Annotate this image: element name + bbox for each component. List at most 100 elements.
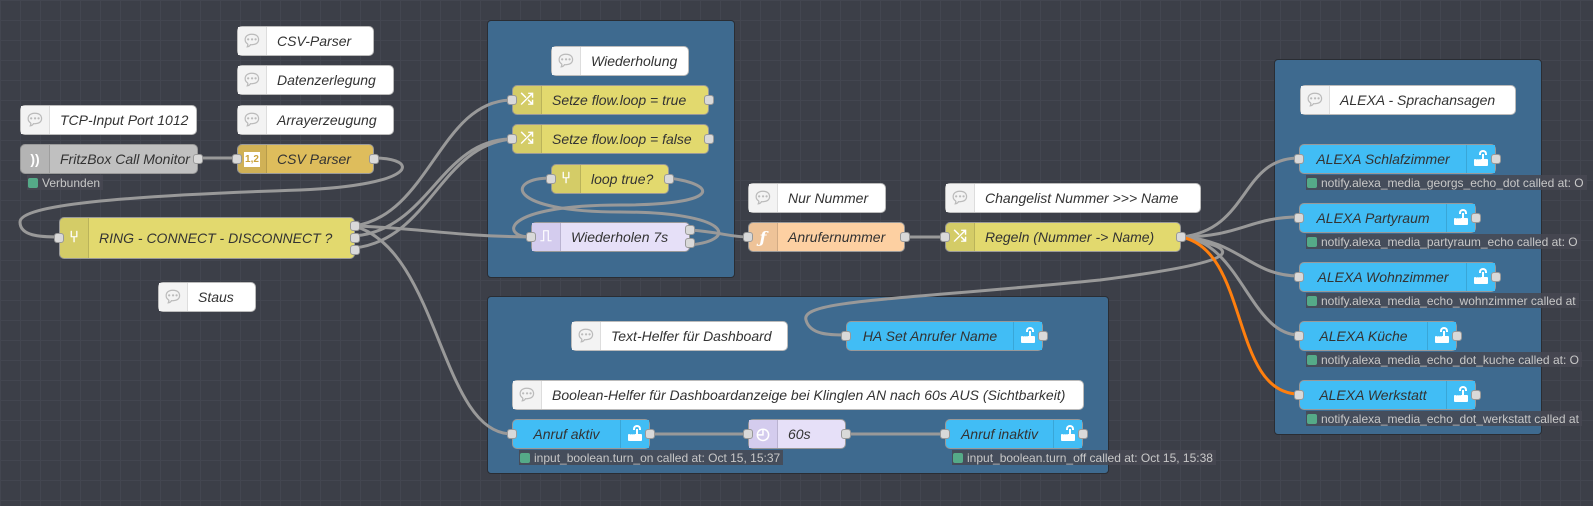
output-port[interactable]	[1078, 429, 1088, 439]
input-port[interactable]	[546, 174, 556, 184]
comment-boolean-helfer[interactable]: 💬︎ Boolean-Helfer für Dashboardanzeige b…	[512, 380, 1084, 410]
node-fritzbox-call-monitor[interactable]: )) FritzBox Call Monitor	[20, 144, 203, 174]
node-alexa-kuche[interactable]: ALEXA Küche	[1294, 321, 1462, 351]
comment-nur-nummer[interactable]: 💬︎ Nur Nummer	[748, 183, 886, 213]
input-port[interactable]	[54, 233, 64, 243]
router-icon	[1053, 420, 1082, 448]
output-port[interactable]	[645, 429, 655, 439]
input-port[interactable]	[526, 232, 536, 242]
input-port[interactable]	[940, 429, 950, 439]
comment-tcp-input[interactable]: 💬︎ TCP-Input Port 1012	[20, 105, 197, 135]
status-alexa-werkstatt: notify.alexa_media_echo_dot_werkstatt ca…	[1306, 411, 1582, 426]
input-port[interactable]	[743, 429, 753, 439]
output-port[interactable]	[841, 429, 851, 439]
timer-icon: ◴	[749, 420, 778, 448]
switch-icon: ⑂	[60, 218, 89, 258]
node-set-loop-true[interactable]: ⤮ Setze flow.loop = true	[507, 85, 714, 115]
output-port[interactable]	[704, 95, 714, 105]
router-icon	[1466, 145, 1495, 173]
output-port[interactable]	[704, 134, 714, 144]
output-port-1[interactable]	[350, 221, 360, 231]
trigger-icon: ⎍	[532, 223, 561, 251]
node-function-anrufernummer[interactable]: ƒ Anrufernummer	[743, 222, 910, 252]
node-anruf-inaktiv[interactable]: Anruf inaktiv	[940, 419, 1088, 449]
input-port[interactable]	[841, 331, 851, 341]
comment-text-helfer[interactable]: 💬︎ Text-Helfer für Dashboard	[571, 321, 788, 351]
status-alexa-schlafzimmer: notify.alexa_media_georgs_echo_dot calle…	[1306, 175, 1587, 190]
router-icon	[1427, 322, 1456, 350]
router-icon	[1013, 322, 1042, 350]
output-port[interactable]	[1471, 213, 1481, 223]
node-csv-parser[interactable]: 1,2 CSV Parser	[232, 144, 379, 174]
node-loop-true-switch[interactable]: ⑂ loop true?	[546, 164, 674, 194]
input-port[interactable]	[743, 232, 753, 242]
output-port[interactable]	[1038, 331, 1048, 341]
switch-icon: ⑂	[552, 165, 581, 193]
node-wiederholen-7s[interactable]: ⎍ Wiederholen 7s	[526, 222, 695, 252]
comment-icon: 💬︎	[946, 184, 975, 212]
status-dot-icon	[953, 452, 963, 463]
comment-wiederholung[interactable]: 💬︎ Wiederholung	[551, 46, 689, 76]
node-delay-60s[interactable]: ◴ 60s	[743, 419, 851, 449]
comment-arrayerzeugung[interactable]: 💬︎ Arrayerzeugung	[237, 105, 394, 135]
input-port[interactable]	[507, 429, 517, 439]
output-port[interactable]	[1452, 331, 1462, 341]
output-port[interactable]	[193, 154, 203, 164]
node-alexa-wohnzimmer[interactable]: ALEXA Wohnzimmer	[1294, 262, 1501, 292]
change-icon: ⤮	[513, 125, 542, 153]
output-port[interactable]	[1491, 272, 1501, 282]
node-alexa-werkstatt[interactable]: ALEXA Werkstatt	[1294, 380, 1481, 410]
change-icon: ⤮	[513, 86, 542, 114]
node-switch-ring-connect-disconnect[interactable]: ⑂ RING - CONNECT - DISCONNECT ?	[54, 217, 360, 259]
output-port[interactable]	[1471, 390, 1481, 400]
comment-icon: 💬︎	[572, 322, 601, 350]
callmonitor-icon: ))	[21, 145, 50, 173]
status-dot-icon	[1307, 354, 1317, 365]
change-icon: ⤮	[946, 223, 975, 251]
status-alexa-partyraum: notify.alexa_media_partyraum_echo called…	[1306, 234, 1581, 249]
comment-icon: 💬︎	[552, 47, 581, 75]
output-port[interactable]	[369, 154, 379, 164]
comment-icon: 💬︎	[21, 106, 50, 134]
input-port[interactable]	[232, 154, 242, 164]
input-port[interactable]	[1294, 390, 1304, 400]
comment-icon: 💬︎	[238, 106, 267, 134]
comment-datenzerlegung[interactable]: 💬︎ Datenzerlegung	[237, 65, 394, 95]
node-change-regeln[interactable]: ⤮ Regeln (Nummer -> Name)	[940, 222, 1186, 252]
router-icon	[1466, 263, 1495, 291]
router-icon	[1446, 204, 1475, 232]
node-set-loop-false[interactable]: ⤮ Setze flow.loop = false	[507, 124, 714, 154]
output-port-3[interactable]	[350, 245, 360, 255]
input-port[interactable]	[507, 95, 517, 105]
output-port[interactable]	[900, 232, 910, 242]
output-port-2[interactable]	[685, 238, 695, 248]
output-port[interactable]	[664, 174, 674, 184]
input-port[interactable]	[1294, 331, 1304, 341]
router-icon	[620, 420, 649, 448]
input-port[interactable]	[1294, 272, 1304, 282]
comment-staus[interactable]: 💬︎ Staus	[158, 282, 256, 312]
comment-icon: 💬︎	[749, 184, 778, 212]
input-port[interactable]	[507, 134, 517, 144]
status-dot-icon	[1307, 177, 1317, 188]
status-fritzbox: Verbunden	[27, 175, 104, 190]
output-port[interactable]	[1176, 232, 1186, 242]
input-port[interactable]	[1294, 154, 1304, 164]
output-port-1[interactable]	[685, 225, 695, 235]
comment-alexa-header[interactable]: 💬︎ ALEXA - Sprachansagen	[1300, 85, 1516, 115]
input-port[interactable]	[940, 232, 950, 242]
comment-icon: 💬︎	[1301, 86, 1330, 114]
node-anruf-aktiv[interactable]: Anruf aktiv	[507, 419, 655, 449]
status-dot-icon	[1307, 236, 1317, 247]
output-port-2[interactable]	[350, 233, 360, 243]
node-alexa-schlafzimmer[interactable]: ALEXA Schlafzimmer	[1294, 144, 1501, 174]
input-port[interactable]	[1294, 213, 1304, 223]
comment-changelist[interactable]: 💬︎ Changelist Nummer >>> Name	[945, 183, 1201, 213]
status-anruf-inaktiv: input_boolean.turn_off called at: Oct 15…	[952, 450, 1216, 465]
node-alexa-partyraum[interactable]: ALEXA Partyraum	[1294, 203, 1481, 233]
status-alexa-kuche: notify.alexa_media_echo_dot_kuche called…	[1306, 352, 1582, 367]
node-ha-set-anrufer-name[interactable]: HA Set Anrufer Name	[841, 321, 1048, 351]
status-anruf-aktiv: input_boolean.turn_on called at: Oct 15,…	[519, 450, 784, 465]
comment-csv-parser[interactable]: 💬︎ CSV-Parser	[237, 26, 374, 56]
output-port[interactable]	[1491, 154, 1501, 164]
